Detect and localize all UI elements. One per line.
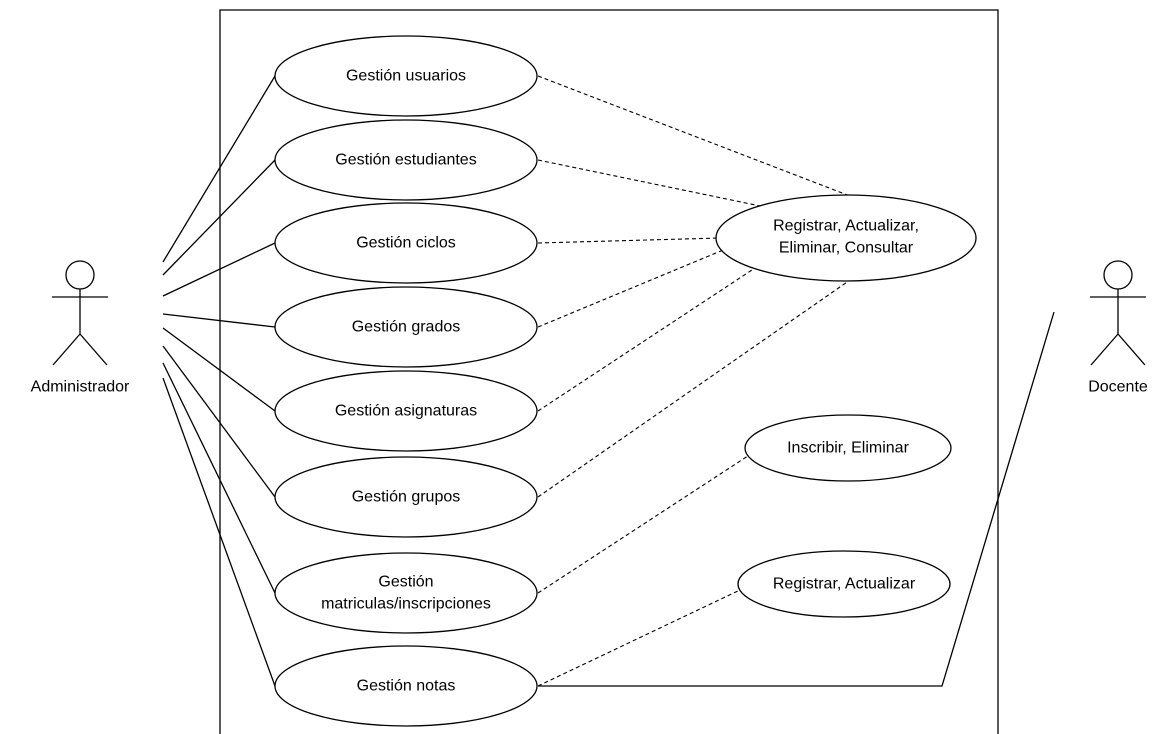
use-case-grupos: Gestión grupos [274,456,538,538]
use-case-notas: Gestión notas [274,645,538,727]
operation-inscribir: Inscribir, Eliminar [744,414,952,482]
actor-label: Docente [1088,379,1148,396]
include-relations [537,75,851,687]
association-admin-notas [162,377,276,687]
relation-usuarios-crud [537,75,851,197]
association-admin-usuarios [162,75,276,263]
actor-label: Administrador [31,379,130,396]
use-case-label: Gestión notas [357,678,456,695]
use-case-label-line1: Gestión [378,574,433,591]
relation-notas-registrar [537,589,741,687]
use-case-grados: Gestión grados [274,286,538,368]
use-case-label-line2: matriculas/inscripciones [321,596,491,613]
relation-ciclos-crud [537,237,721,244]
relation-matriculas-inscribir [537,451,755,594]
relation-asignaturas-crud [537,265,759,412]
stick-figure-icon [1090,260,1146,366]
operation-label: Registrar, Actualizar [773,576,916,593]
system-boundary [219,9,999,734]
association-admin-ciclos [162,242,276,297]
use-case-label: Gestión usuarios [346,68,466,85]
use-case-matriculas: Gestión matriculas/inscripciones [274,552,538,634]
stick-figure-icon [52,260,108,366]
use-case-label: Gestión grupos [352,489,461,506]
admin-associations [162,75,276,687]
use-case-label: Gestión ciclos [356,235,456,252]
use-case-ciclos: Gestión ciclos [274,202,538,284]
operation-registrar: Registrar, Actualizar [737,550,951,618]
operation-label-line2: Eliminar, Consultar [779,240,914,257]
association-admin-grados [162,313,276,328]
actor-docente: Docente [1088,260,1148,396]
association-admin-asignaturas [162,327,276,412]
use-case-label: Gestión grados [352,319,461,336]
association-admin-matriculas [162,362,276,594]
use-case-usuarios: Gestión usuarios [274,35,538,117]
use-case-asignaturas: Gestión asignaturas [274,370,538,452]
use-case-label: Gestión estudiantes [335,152,476,169]
actor-administrador: Administrador [31,260,130,396]
association-admin-grupos [162,345,276,498]
relation-grados-crud [537,247,729,328]
operation-label: Inscribir, Eliminar [787,440,909,457]
operation-crud: Registrar, Actualizar, Eliminar, Consult… [715,194,977,282]
use-case-estudiantes: Gestión estudiantes [274,119,538,201]
relation-grupos-crud [537,279,851,498]
relation-estudiantes-crud [537,159,771,209]
association-docente-notas [538,311,1055,687]
use-case-label: Gestión asignaturas [335,403,477,420]
association-admin-estudiantes [162,159,276,276]
operation-label-line1: Registrar, Actualizar, [773,218,919,235]
